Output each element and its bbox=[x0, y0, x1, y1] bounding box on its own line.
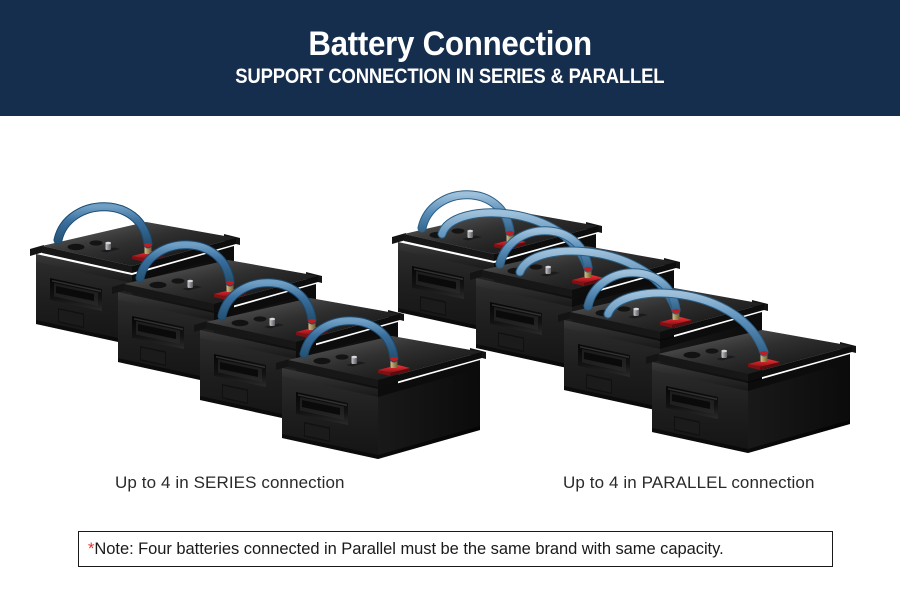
series-caption: Up to 4 in SERIES connection bbox=[115, 473, 345, 492]
parallel-battery-group bbox=[392, 190, 856, 453]
note-asterisk: * bbox=[88, 539, 95, 558]
series-terminal-caps bbox=[144, 243, 398, 361]
parallel-caption: Up to 4 in PARALLEL connection bbox=[563, 473, 815, 492]
parallel-cables bbox=[417, 190, 769, 357]
parallel-terminal-caps bbox=[506, 231, 768, 355]
series-battery-group bbox=[30, 202, 486, 459]
battery-illustration bbox=[0, 116, 900, 461]
note-text: Note: Four batteries connected in Parall… bbox=[94, 539, 724, 558]
note-box: *Note: Four batteries connected in Paral… bbox=[78, 531, 833, 567]
battery-diagram-svg bbox=[30, 190, 856, 459]
series-cables bbox=[53, 202, 399, 363]
header-band: Battery Connection SUPPORT CONNECTION IN… bbox=[0, 0, 900, 116]
page-subtitle: SUPPORT CONNECTION IN SERIES & PARALLEL bbox=[235, 65, 665, 89]
page-title: Battery Connection bbox=[308, 24, 592, 63]
